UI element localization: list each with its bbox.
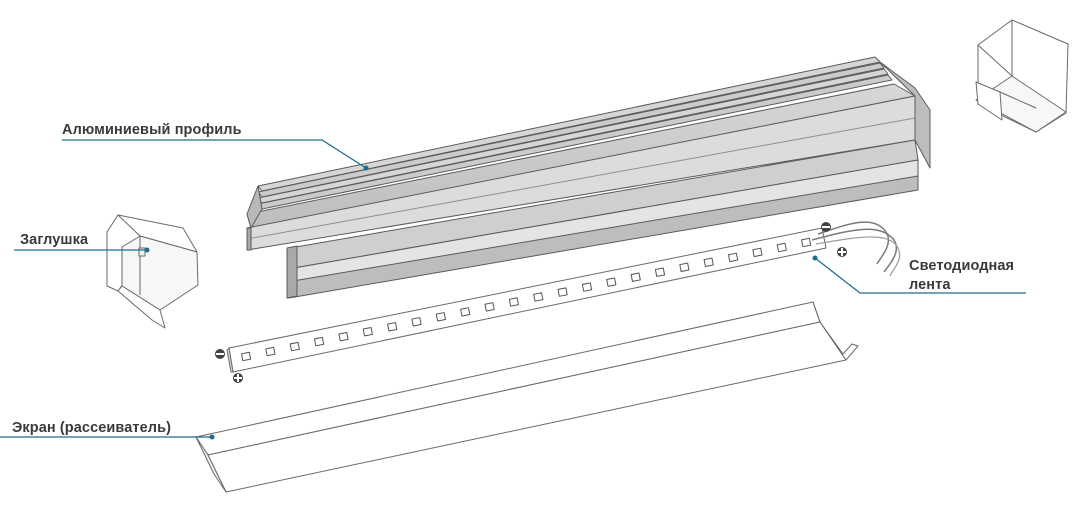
label-diffuser-screen: Экран (рассеиватель) — [12, 420, 172, 436]
led-strip — [226, 221, 901, 373]
led-chip — [484, 302, 495, 312]
led-chip — [654, 267, 666, 277]
leader-lines — [0, 139, 1026, 438]
led-chip — [362, 326, 373, 337]
led-chip — [241, 351, 252, 362]
led-chip — [679, 262, 690, 272]
led-chip — [606, 277, 617, 287]
end-cap-left — [106, 214, 199, 329]
polarity-minus-left — [215, 349, 225, 359]
led-chip — [801, 237, 812, 248]
led-chip — [435, 312, 446, 322]
led-chip — [338, 331, 349, 342]
led-chip — [630, 272, 641, 282]
led-chip — [581, 282, 593, 292]
led-chip — [265, 346, 276, 357]
leader-strip — [814, 257, 1026, 294]
led-chip — [289, 341, 300, 352]
led-chip — [460, 307, 471, 317]
end-cap-right — [975, 19, 1069, 133]
label-led-strip-line2: лента — [909, 277, 951, 293]
led-chip — [411, 317, 422, 327]
polarity-plus-right — [837, 247, 847, 257]
leader-profile — [62, 139, 367, 169]
led-chips — [241, 237, 812, 362]
led-chip — [728, 252, 739, 263]
label-led-strip-line1: Светодиодная — [909, 258, 1015, 274]
label-aluminum-profile: Алюминиевый профиль — [62, 122, 242, 138]
led-chip — [387, 322, 398, 332]
polarity-plus-left — [233, 373, 243, 383]
led-chip — [533, 292, 544, 302]
label-end-cap: Заглушка — [20, 232, 89, 248]
led-chip — [314, 336, 325, 347]
leader-dots — [144, 165, 818, 440]
led-chip — [703, 257, 714, 267]
led-chip — [508, 297, 519, 307]
led-chip — [752, 247, 763, 258]
polarity-minus-right — [821, 222, 831, 232]
aluminum-profile — [246, 56, 931, 299]
diffuser-screen — [195, 301, 859, 493]
led-chip — [557, 287, 568, 297]
led-chip — [776, 242, 787, 253]
